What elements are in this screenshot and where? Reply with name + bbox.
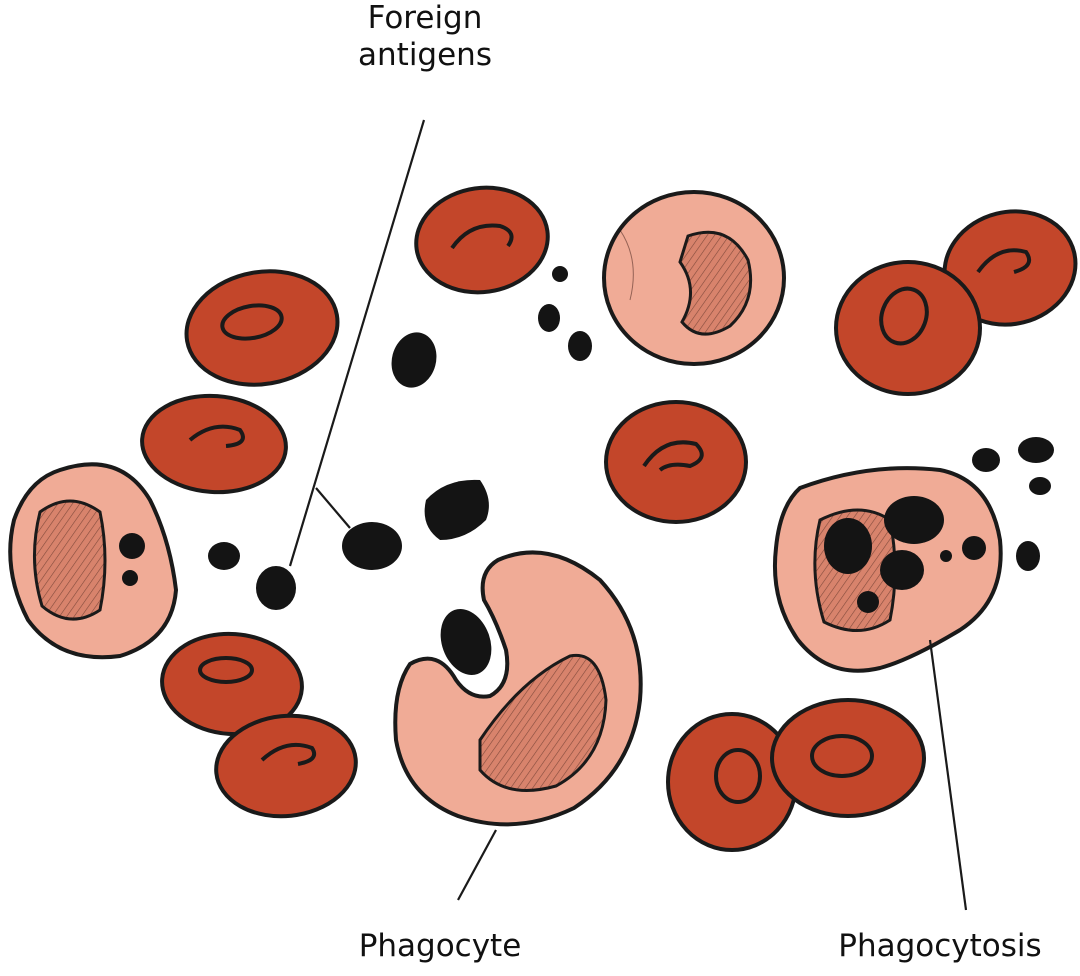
phagocytosis-cell xyxy=(772,466,1003,673)
leader-line-foreign-antigens xyxy=(288,119,426,567)
red-blood-cell xyxy=(414,185,550,295)
white-blood-cell-top xyxy=(602,190,786,366)
red-blood-cell xyxy=(942,209,1078,327)
foreign-antigens-label: Foreign antigens xyxy=(330,0,520,74)
phagocyte-label: Phagocyte xyxy=(358,928,522,964)
red-blood-cell xyxy=(160,631,304,737)
phagocyte-cell xyxy=(393,550,643,827)
foreign-antigen-particles xyxy=(208,266,1054,675)
red-blood-cell xyxy=(770,698,926,818)
foreign-antigens-label-line2: antigens xyxy=(358,37,492,74)
red-blood-cell xyxy=(666,712,798,852)
red-blood-cell xyxy=(604,400,748,524)
foreign-antigens-label-line1: Foreign xyxy=(367,0,483,36)
red-blood-cell xyxy=(214,713,358,819)
leader-line-phagocyte xyxy=(457,829,497,901)
phagocytosis-label: Phagocytosis xyxy=(838,928,1042,964)
white-blood-cell-left xyxy=(8,462,179,660)
red-blood-cell xyxy=(140,393,288,495)
leader-line-phagocytosis xyxy=(928,639,968,911)
red-blood-cell xyxy=(184,269,340,387)
red-blood-cell xyxy=(834,260,982,396)
leader-line-foreign-antigens-branch xyxy=(315,487,351,529)
